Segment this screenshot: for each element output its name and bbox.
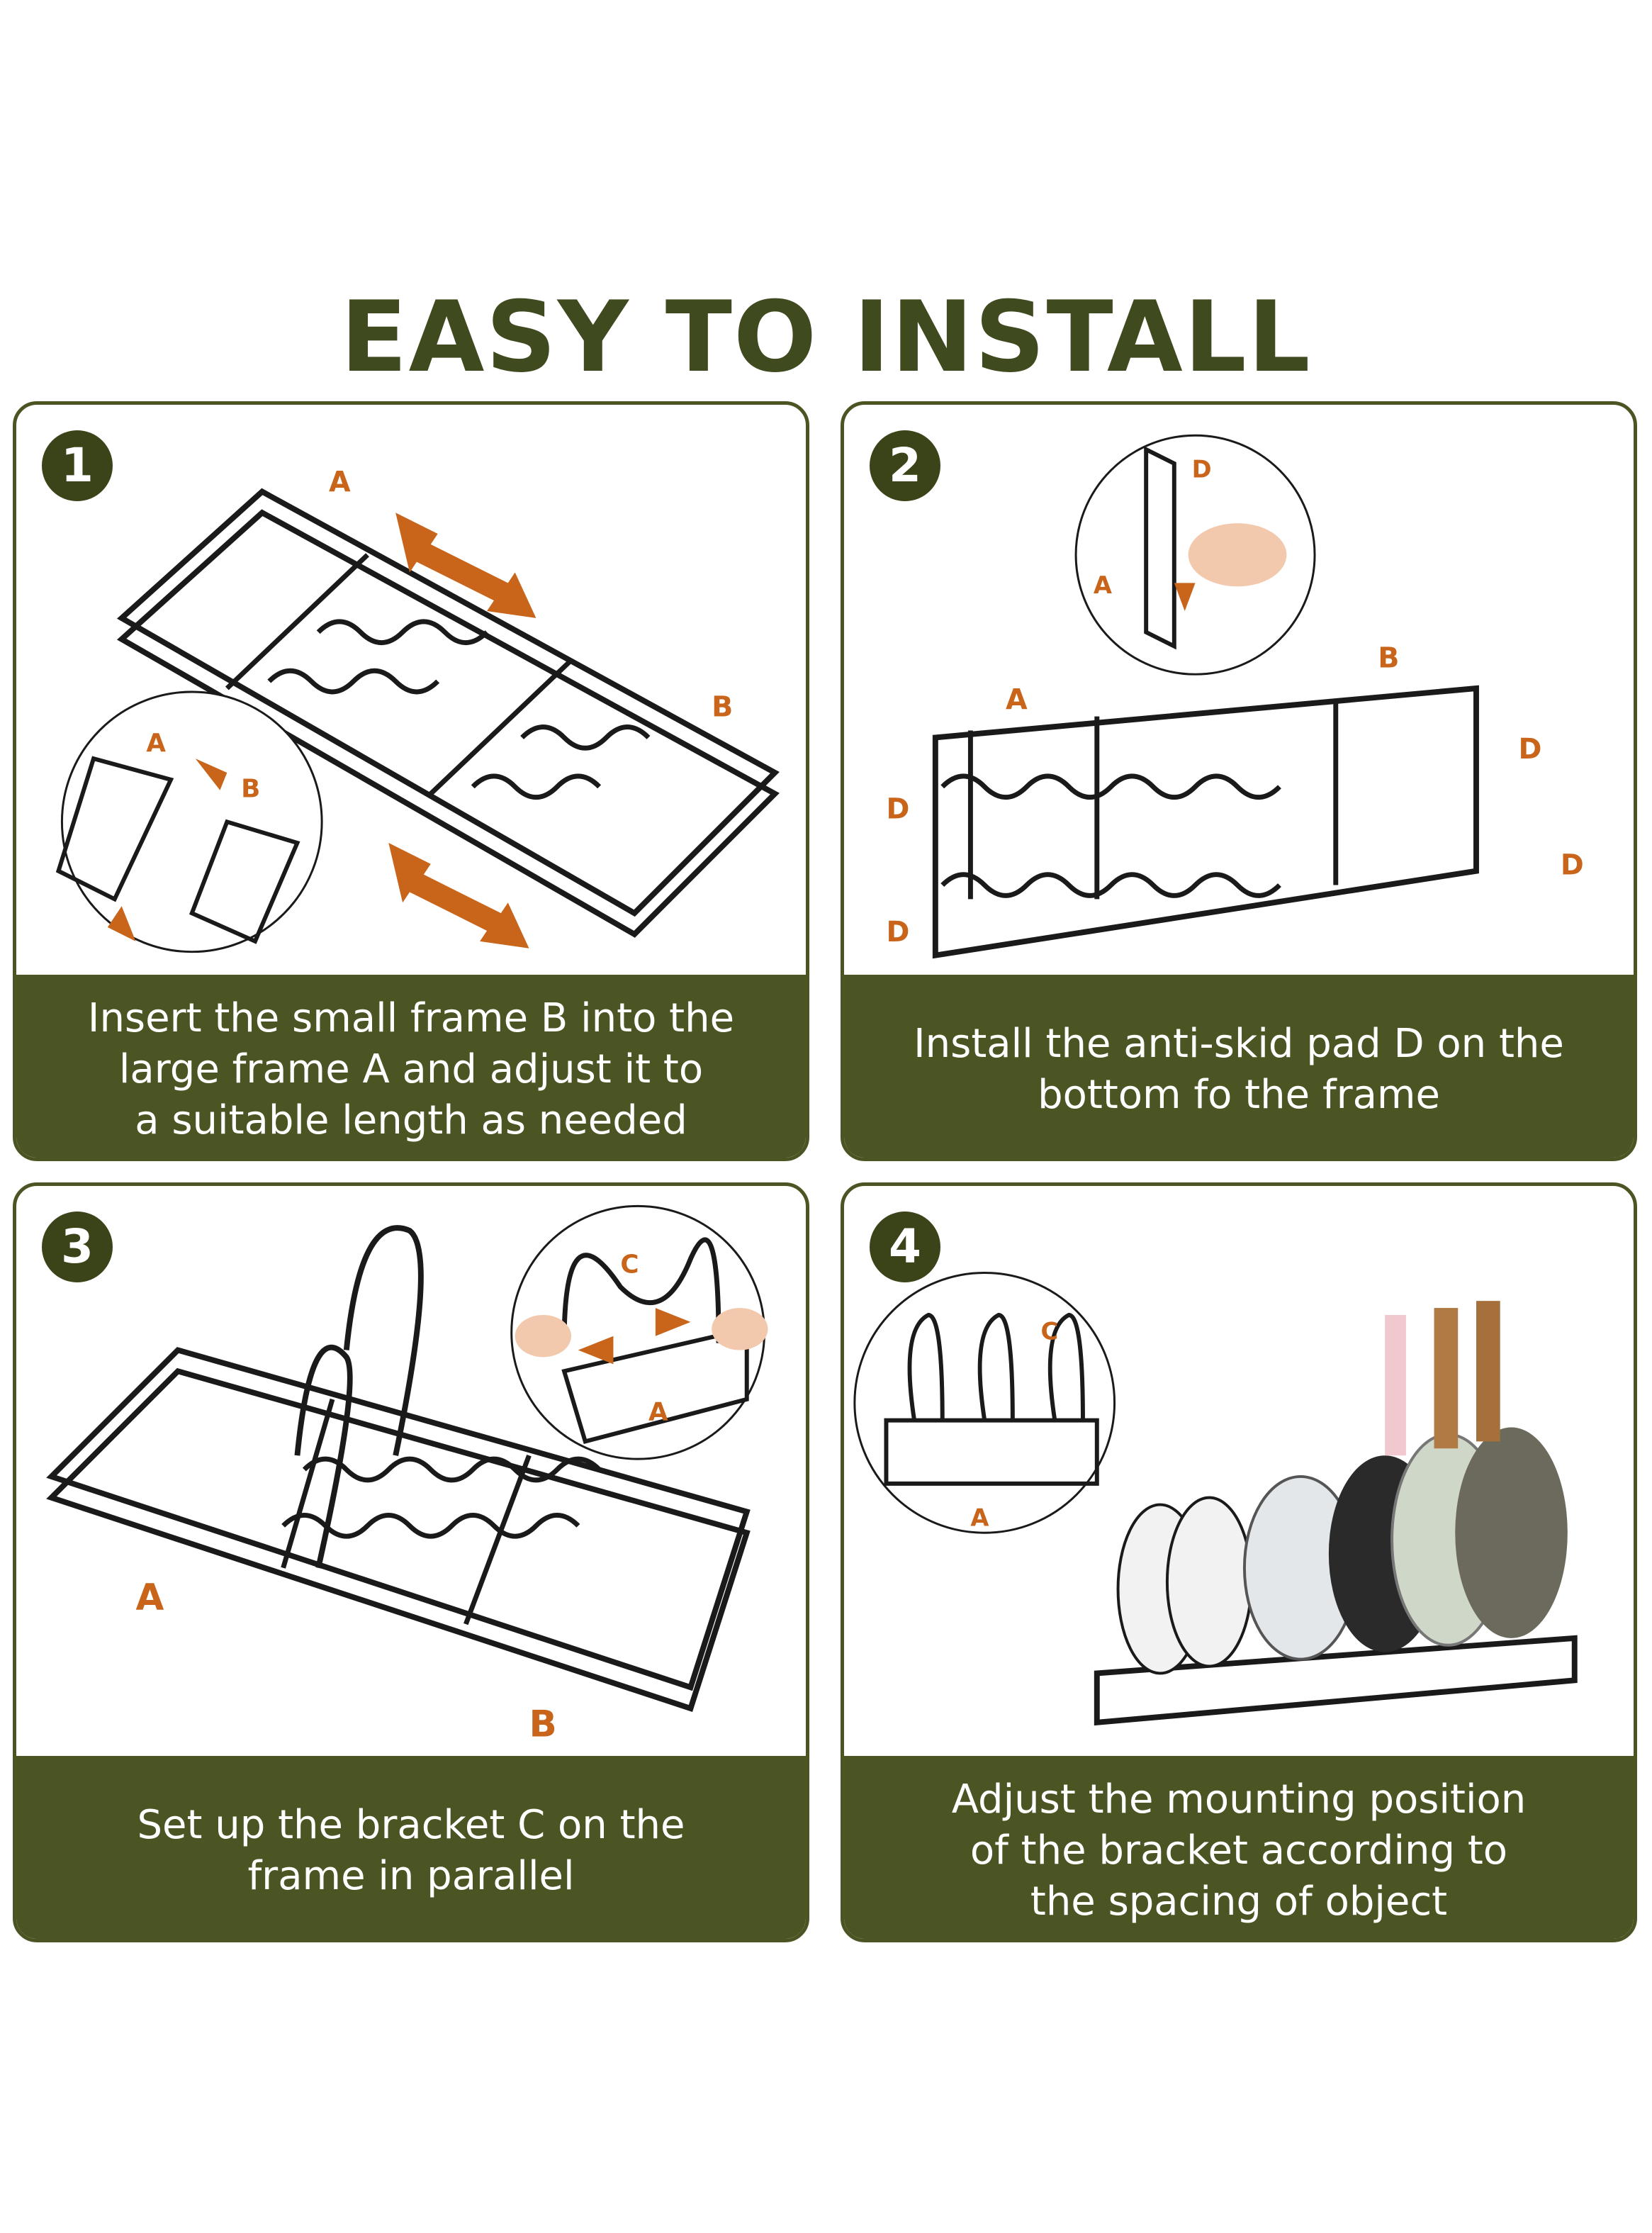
label-a: A — [329, 466, 351, 499]
label-b: B — [1378, 642, 1399, 674]
label-d: D — [1561, 849, 1584, 882]
pan-icon — [1455, 1427, 1568, 1638]
step-number-badge: 4 — [870, 1211, 940, 1282]
inset-label-a: A — [970, 1504, 989, 1531]
step-2-caption: Install the anti-skid pad D on the botto… — [844, 975, 1634, 1158]
inset-label-b: B — [241, 775, 260, 804]
inset-label-c: C — [620, 1250, 639, 1280]
step-number-badge: 3 — [42, 1211, 113, 1282]
pan-handle-icon — [1385, 1314, 1406, 1456]
label-d: D — [886, 916, 909, 948]
step-1-caption: Insert the small frame B into the large … — [16, 975, 806, 1158]
label-a: A — [135, 1577, 164, 1619]
plate-icon — [1165, 1496, 1253, 1668]
hand-icon — [1188, 523, 1287, 587]
caption-line: Insert the small frame B into the — [87, 995, 735, 1041]
caption-line: Install the anti-skid pad D on the — [914, 1021, 1564, 1067]
step-4-caption: Adjust the mounting position of the brac… — [844, 1756, 1634, 1939]
pan-handle-icon — [1476, 1301, 1500, 1442]
step-4-illustration: C A — [853, 1272, 1578, 1726]
inset-label-a: A — [1094, 571, 1112, 599]
step-3-illustration: A B C A — [46, 1204, 768, 1746]
caption-line: frame in parallel — [247, 1853, 575, 1899]
caption-line: Adjust the mounting position — [951, 1776, 1527, 1823]
label-d: D — [886, 793, 909, 825]
caption-line: large frame A and adjust it to — [118, 1046, 704, 1092]
pan-handle-icon — [1434, 1308, 1459, 1449]
rack-with-bracket-icon — [46, 1225, 751, 1713]
caption-line: bottom fo the frame — [1038, 1072, 1440, 1118]
inset-label-a: A — [648, 1398, 668, 1427]
step-1-card: A B A B 1 Insert the small frame B into … — [13, 401, 809, 1161]
step-2-illustration: A B D D D D D A — [886, 434, 1584, 959]
inset-circle — [510, 1204, 768, 1460]
step-4-card: C A 4 Adjust the mounting position of th… — [841, 1182, 1637, 1942]
inset-label-c: C — [1041, 1318, 1059, 1345]
label-b: B — [529, 1703, 557, 1746]
inset-label-d: D — [1192, 456, 1212, 483]
step-number-badge: 2 — [870, 430, 940, 501]
step-number-badge: 1 — [42, 430, 113, 501]
label-b: B — [712, 691, 733, 724]
caption-line: of the bracket according to — [970, 1828, 1508, 1874]
step-3-caption: Set up the bracket C on the frame in par… — [16, 1756, 806, 1939]
caption-line: the spacing of object — [1030, 1879, 1448, 1925]
caption-line: Set up the bracket C on the — [137, 1802, 685, 1848]
label-d: D — [1518, 733, 1541, 766]
step-3-card: A B C A 3 Set up the bracket C on the fr… — [13, 1182, 809, 1942]
hand-icon — [515, 1314, 571, 1358]
inset-circle — [55, 690, 323, 953]
expandable-rack-icon — [116, 488, 780, 938]
caption-line: a suitable length as needed — [135, 1097, 687, 1143]
page-title: EASY TO INSTALL — [340, 280, 1312, 394]
rack-with-pans-icon — [1094, 1301, 1578, 1726]
label-a: A — [1006, 684, 1028, 717]
step-1-illustration: A B A B — [55, 466, 780, 953]
hand-icon — [712, 1308, 768, 1350]
inset-circle — [853, 1272, 1116, 1534]
rack-frame-icon — [932, 685, 1479, 959]
step-2-card: A B D D D D D A 2 Install the anti-skid … — [841, 401, 1637, 1161]
inset-label-a: A — [146, 729, 166, 758]
double-arrow-icon — [388, 513, 536, 948]
inset-circle — [1074, 434, 1316, 676]
